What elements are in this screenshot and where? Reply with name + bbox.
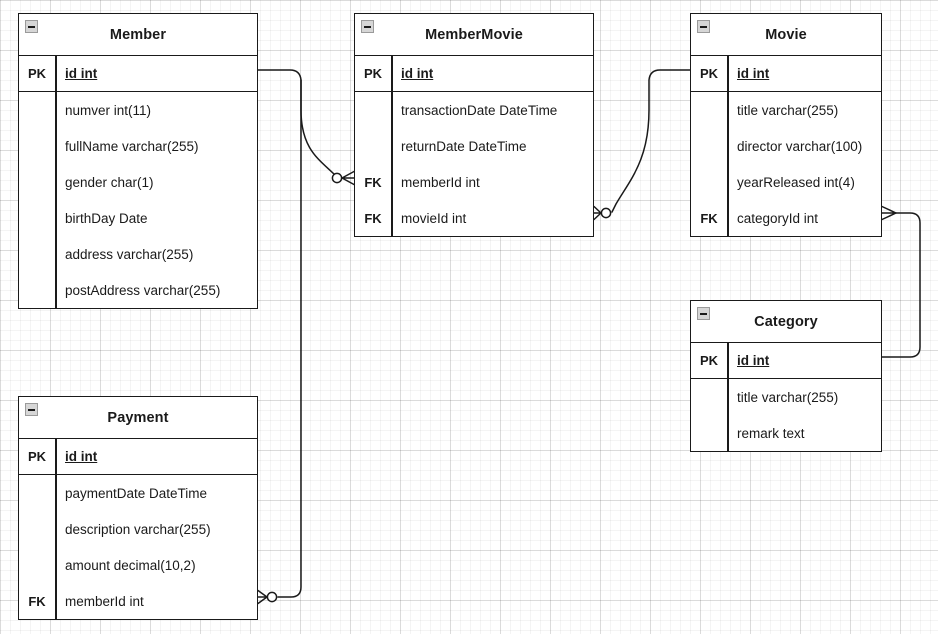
key-column-divider [55,439,57,619]
key-column-divider [727,56,729,236]
entity-header-membermovie[interactable]: MemberMovie [355,14,593,56]
field-name-label: transactionDate DateTime [401,102,558,118]
field-name-label: remark text [737,425,805,441]
entity-fields: PK id int numver int(11) fullName varchar(2… [19,56,257,308]
field-row[interactable]: PK id int [691,343,881,379]
field-key-label: FK [364,210,382,226]
field-row[interactable]: paymentDate DateTime [19,475,257,511]
field-name-label: id int [65,66,98,81]
field-key-label: FK [364,174,382,190]
field-key-label: PK [27,66,47,81]
minus-box-icon[interactable] [25,20,38,33]
field-name-label: id int [65,449,98,464]
key-column-divider [55,56,57,308]
entity-fields: PK id int title varchar(255) remark text [691,343,881,451]
entity-header-movie[interactable]: Movie [691,14,881,56]
field-row[interactable]: FK categoryId int [691,200,881,236]
field-name-label: id int [737,353,770,368]
marker-zero-or-many-membermovie-memberid [331,170,355,186]
field-name-label: paymentDate DateTime [65,485,208,501]
key-column-divider [727,343,729,451]
field-name-label: birthDay Date [65,210,148,226]
minus-box-icon[interactable] [361,20,374,33]
minus-box-icon[interactable] [697,307,710,320]
field-row[interactable]: remark text [691,415,881,451]
marker-zero-or-many-payment-memberid [257,589,278,605]
field-name-label: returnDate DateTime [401,138,527,154]
entity-title: MemberMovie [425,26,523,43]
connector-category-movie [881,212,921,358]
field-name-label: description varchar(255) [65,521,211,537]
field-name-label: movieId int [401,210,467,226]
field-key-label: FK [700,210,718,226]
field-row[interactable]: FK memberId int [19,583,257,619]
field-row[interactable]: fullName varchar(255) [19,128,257,164]
field-key-label: PK [363,66,383,81]
field-name-label: memberId int [401,174,480,190]
field-key-label: FK [28,593,46,609]
field-name-label: gender char(1) [65,174,154,190]
field-row[interactable]: FK memberId int [355,164,593,200]
field-row[interactable]: address varchar(255) [19,236,257,272]
connector-member-membermovie [257,69,341,179]
field-name-label: postAddress varchar(255) [65,282,221,298]
field-row[interactable]: title varchar(255) [691,379,881,415]
entity-fields: PK id int title varchar(255) director varch… [691,56,881,236]
field-name-label: amount decimal(10,2) [65,557,196,573]
field-name-label: title varchar(255) [737,102,839,118]
minus-box-icon[interactable] [697,20,710,33]
field-row[interactable]: yearReleased int(4) [691,164,881,200]
field-key-label: PK [699,353,719,368]
field-key-label: PK [699,66,719,81]
entity-title: Member [109,26,167,43]
field-row[interactable]: gender char(1) [19,164,257,200]
field-name-label: fullName varchar(255) [65,138,199,154]
field-row[interactable]: FK movieId int [355,200,593,236]
marker-zero-or-many-membermovie-movieid [593,205,612,221]
field-name-label: categoryId int [737,210,819,226]
field-row[interactable]: postAddress varchar(255) [19,272,257,308]
entity-fields: PK id int transactionDate DateTime returnDa… [355,56,593,236]
field-name-label: id int [401,66,434,81]
field-row[interactable]: PK id int [19,56,257,92]
entity-title: Category [754,313,818,330]
field-row[interactable]: transactionDate DateTime [355,92,593,128]
field-name-label: id int [737,66,770,81]
field-row[interactable]: PK id int [691,56,881,92]
field-row[interactable]: PK id int [19,439,257,475]
field-name-label: yearReleased int(4) [737,174,855,190]
field-name-label: title varchar(255) [737,389,839,405]
entity-header-member[interactable]: Member [19,14,257,56]
connector-movie-membermovie [611,69,691,213]
marker-many-movie-categoryid [881,205,897,221]
field-row[interactable]: PK id int [355,56,593,92]
entity-header-category[interactable]: Category [691,301,881,343]
entity-header-payment[interactable]: Payment [19,397,257,439]
minus-box-icon[interactable] [25,403,38,416]
entity-title: Movie [765,26,807,43]
field-row[interactable]: numver int(11) [19,92,257,128]
field-name-label: address varchar(255) [65,246,194,262]
field-row[interactable]: amount decimal(10,2) [19,547,257,583]
field-name-label: director varchar(100) [737,138,863,154]
connector-member-payment [277,79,302,598]
field-name-label: memberId int [65,593,144,609]
field-key-label: PK [27,449,47,464]
field-name-label: numver int(11) [65,102,152,118]
field-row[interactable]: title varchar(255) [691,92,881,128]
entity-title: Payment [107,409,169,426]
field-row[interactable]: birthDay Date [19,200,257,236]
key-column-divider [391,56,393,236]
entity-fields: PK id int paymentDate DateTime description … [19,439,257,619]
field-row[interactable]: description varchar(255) [19,511,257,547]
field-row[interactable]: returnDate DateTime [355,128,593,164]
field-row[interactable]: director varchar(100) [691,128,881,164]
